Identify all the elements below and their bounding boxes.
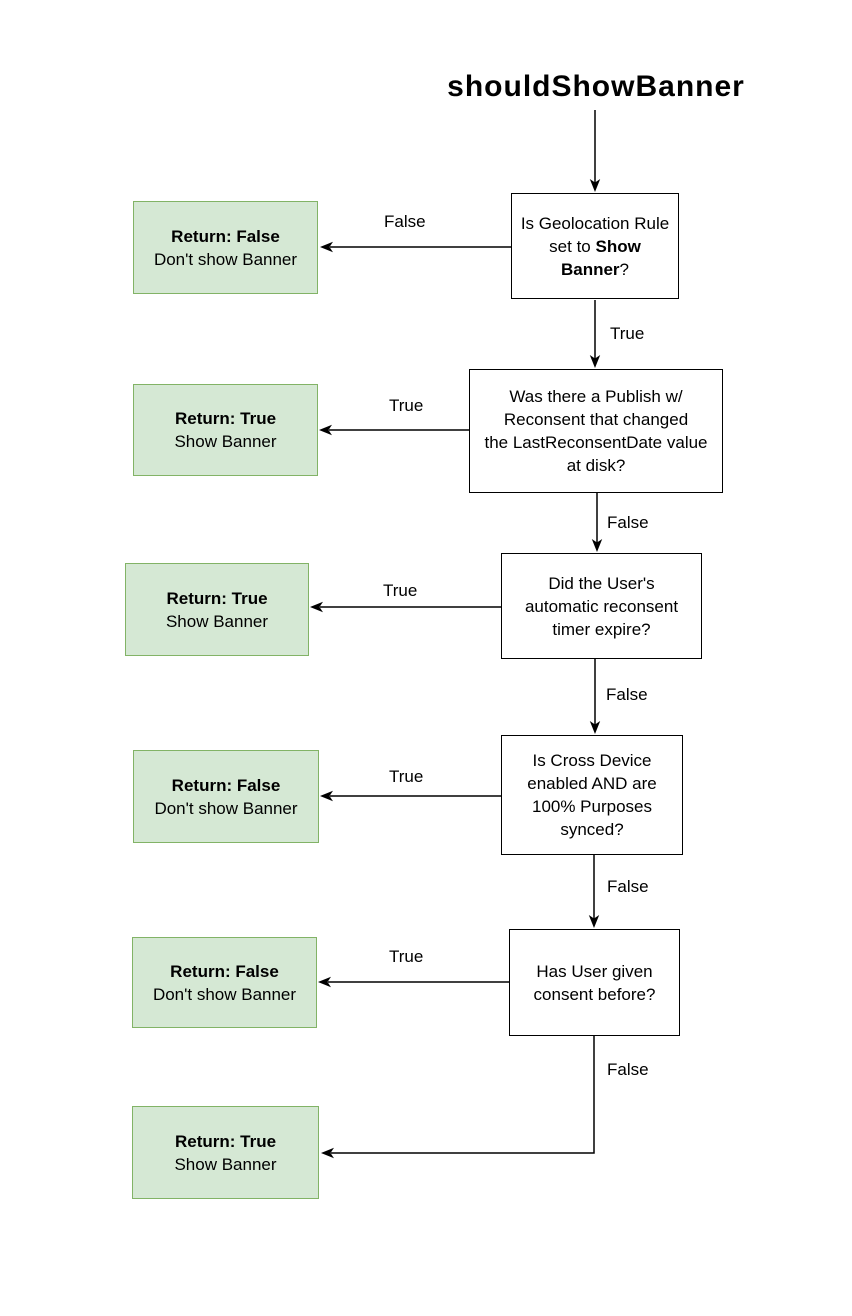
decision-text-line: timer expire? <box>552 619 651 639</box>
arrowhead-down-icon <box>591 539 603 552</box>
decision-text-line: at disk? <box>566 456 626 475</box>
arrowhead-down-icon <box>588 915 600 928</box>
decision-text-line: Reconsent that changed <box>503 410 689 429</box>
edge-publish-false <box>591 493 603 552</box>
decision-text-line: enabled AND are <box>527 774 657 793</box>
decision-text-line: Has User given <box>536 961 653 981</box>
edge-label-crossdevice-false: False <box>607 877 649 896</box>
result-title: Return: False <box>171 226 280 246</box>
decision-reconsent-timer: Did the User's automatic reconsent timer… <box>501 553 702 659</box>
edge-label-timer-false: False <box>606 685 648 704</box>
arrowhead-left-icon <box>321 1147 334 1159</box>
result-return-false-3: Return: False Don't show Banner <box>132 937 317 1028</box>
arrowhead-down-icon <box>589 355 601 368</box>
decision-publish-reconsent: Was there a Publish w/ Reconsent that ch… <box>469 369 723 493</box>
decision-text-line: Banner? <box>512 258 678 281</box>
edge-publish-true <box>319 424 469 436</box>
arrowhead-left-icon <box>318 976 331 988</box>
result-subtitle: Show Banner <box>174 1154 277 1174</box>
decision-text: ? <box>619 259 630 279</box>
decision-text-line: set to Show <box>512 235 678 258</box>
edge-label-geolocation-false: False <box>384 212 426 231</box>
result-return-true-3: Return: True Show Banner <box>132 1106 319 1199</box>
decision-text: Is Geolocation Rule <box>520 213 670 233</box>
decision-text-line: Is Cross Device <box>532 751 652 770</box>
edge-crossdevice-false <box>588 855 600 928</box>
result-subtitle: Don't show Banner <box>152 984 297 1004</box>
edge-geolocation-false <box>320 241 511 253</box>
decision-cross-device: Is Cross Device enabled AND are 100% Pur… <box>501 735 683 855</box>
decision-text-line: Did the User's <box>548 573 655 593</box>
arrowhead-left-icon <box>320 790 333 802</box>
decision-text-bold: Show <box>595 236 641 256</box>
decision-text-line: 100% Purposes <box>531 797 653 816</box>
arrowhead-left-icon <box>320 241 333 253</box>
result-return-false-2: Return: False Don't show Banner <box>133 750 319 843</box>
decision-text-line: Was there a Publish w/ <box>509 387 683 406</box>
edge-timer-false <box>589 659 601 734</box>
edge-label-geolocation-true: True <box>610 324 645 343</box>
edge-title-to-geolocation <box>589 110 601 192</box>
decision-text-line: the LastReconsentDate value <box>484 433 708 452</box>
result-title: Return: False <box>170 961 279 981</box>
result-title: Return: True <box>174 1131 277 1151</box>
edge-consent-false <box>321 1036 595 1159</box>
edge-label-publish-false: False <box>607 513 649 532</box>
decision-text-line: consent before? <box>533 984 656 1004</box>
result-subtitle: Don't show Banner <box>153 249 298 269</box>
decision-geolocation-rule: Is Geolocation Rule set to Show Banner? <box>511 193 679 299</box>
arrowhead-left-icon <box>319 424 332 436</box>
diagram-title: shouldShowBanner <box>447 70 745 103</box>
result-title: Return: True <box>174 409 277 428</box>
arrowhead-down-icon <box>589 179 601 192</box>
decision-text-line: automatic reconsent <box>524 596 679 616</box>
edge-geolocation-true <box>589 300 601 368</box>
decision-text-line: Is Geolocation Rule <box>512 212 678 235</box>
result-title: Return: False <box>171 775 281 795</box>
decision-text-line: synced? <box>560 820 624 839</box>
connector-line <box>331 1036 595 1154</box>
result-return-false-1: Return: False Don't show Banner <box>133 201 318 294</box>
edge-timer-true <box>310 601 501 613</box>
edge-crossdevice-true <box>320 790 501 802</box>
edge-label-crossdevice-true: True <box>389 767 424 786</box>
edge-label-consent-true: True <box>389 947 424 966</box>
result-return-true-1: Return: True Show Banner <box>133 384 318 476</box>
edge-label-timer-true: True <box>383 581 418 600</box>
decision-consent-before: Has User given consent before? <box>509 929 680 1036</box>
decision-text-bold: Banner <box>560 259 620 279</box>
result-return-true-2: Return: True Show Banner <box>125 563 309 656</box>
result-subtitle: Show Banner <box>174 432 277 451</box>
result-subtitle: Show Banner <box>165 611 269 631</box>
result-title: Return: True <box>166 588 268 608</box>
edge-label-publish-true: True <box>389 396 424 415</box>
arrowhead-left-icon <box>310 601 323 613</box>
result-subtitle: Don't show Banner <box>154 798 298 818</box>
edge-label-consent-false: False <box>607 1060 649 1079</box>
edge-consent-true <box>318 976 509 988</box>
decision-text: set to <box>549 236 596 256</box>
arrowhead-down-icon <box>589 721 601 734</box>
